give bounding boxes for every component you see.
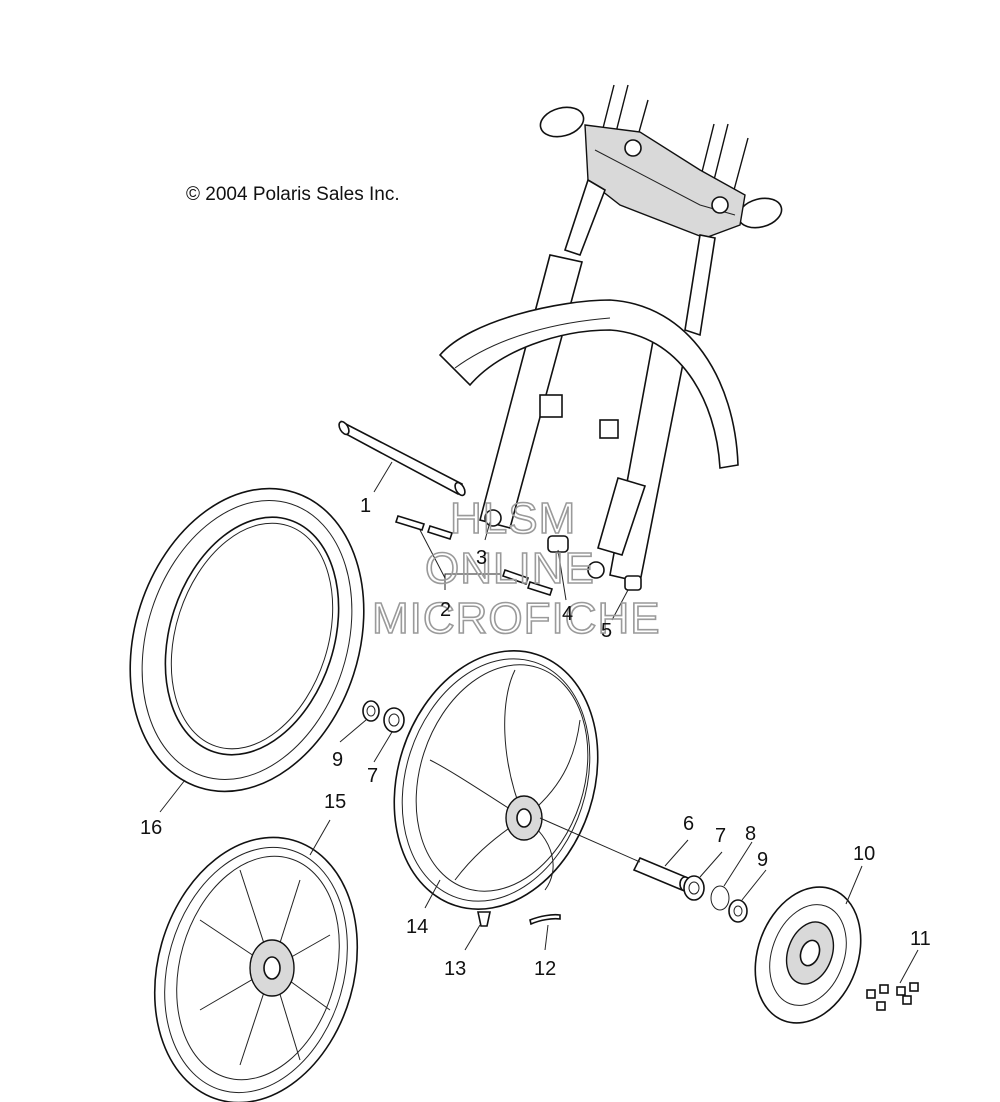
cast-wheel-5-spoke [393, 650, 599, 910]
watermark-line-1: HLSM [450, 494, 576, 543]
callout-2: 2 [440, 599, 451, 621]
wheel-bearing-right [683, 875, 705, 901]
wheel-bearing-set-left [362, 700, 405, 733]
callout-10: 10 [853, 843, 875, 865]
callout-3: 3 [476, 547, 487, 569]
callout-5: 5 [601, 620, 612, 642]
disc-bolts [866, 982, 919, 1011]
watermark-line-3: MICROFICHE [372, 594, 661, 643]
callout-9-left: 9 [332, 749, 343, 771]
callout-7-left: 7 [367, 765, 378, 787]
seal-right [728, 899, 748, 923]
brake-disc [754, 886, 862, 1024]
callout-6: 6 [683, 813, 694, 835]
leader-lines [159, 461, 919, 984]
watermark: HLSM ONLINE MICROFICHE [371, 493, 661, 644]
callout-8: 8 [745, 823, 756, 845]
pinch-bolts [394, 515, 554, 597]
valve-stem [477, 911, 491, 927]
callout-11: 11 [910, 928, 931, 950]
front-tire [129, 487, 365, 793]
callout-16: 16 [140, 817, 162, 839]
axle-spacer-right [632, 856, 691, 892]
callout-9-right: 9 [757, 849, 768, 871]
snap-ring [710, 885, 730, 911]
callout-14: 14 [406, 916, 428, 938]
front-axle [338, 420, 466, 497]
front-fork-assembly [438, 84, 783, 583]
watermark-line-2: ONLINE [425, 544, 595, 593]
callout-1: 1 [360, 495, 371, 517]
callout-12: 12 [534, 958, 556, 980]
copyright-text: © 2004 Polaris Sales Inc. [186, 184, 400, 205]
axle-nut [624, 575, 642, 591]
cast-wheel-8-spoke [153, 836, 359, 1102]
callout-13: 13 [444, 958, 466, 980]
wheel-weight [529, 913, 561, 926]
callout-labels: 1 2 3 4 5 6 7 7 8 9 9 10 11 12 13 14 15 … [140, 495, 931, 980]
callout-4: 4 [562, 603, 573, 625]
callout-7-right: 7 [715, 825, 726, 847]
callout-15: 15 [324, 791, 346, 813]
